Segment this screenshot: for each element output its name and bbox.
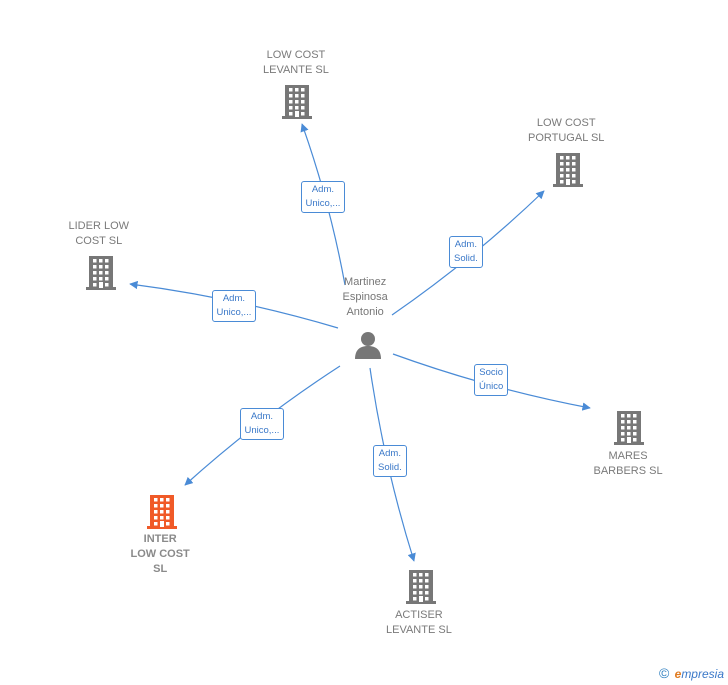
company-label-line: MARES — [608, 450, 648, 462]
building-icon[interactable] — [406, 569, 436, 610]
company-label-line: ACTISER — [395, 609, 443, 621]
edge-label-line: Socio — [479, 367, 504, 378]
company-label-portugal[interactable]: LOW COST PORTUGAL SL — [528, 116, 604, 146]
center-person-label-line: Martinez — [344, 275, 387, 288]
person-icon[interactable] — [353, 330, 383, 365]
company-label-line: COST SL — [75, 235, 123, 247]
company-label-line: LEVANTE SL — [263, 64, 329, 76]
edge-label-levante[interactable]: Adm. Unico,... — [300, 181, 346, 213]
building-icon[interactable] — [282, 84, 312, 125]
edge-label-line: Adm. — [222, 293, 246, 304]
edge-label-line: Único — [479, 381, 504, 392]
edge-label-line: Adm. — [250, 411, 274, 422]
copyright-symbol: © — [658, 665, 670, 681]
brand-name: mpresia — [681, 667, 724, 681]
building-icon[interactable] — [553, 152, 583, 193]
company-label-inter[interactable]: INTER LOW COST SL — [131, 532, 190, 577]
edge-label-line: Adm. — [311, 184, 335, 195]
edge-label-line: Adm. — [454, 239, 477, 250]
edge-label-inter[interactable]: Adm. Unico,... — [239, 408, 285, 440]
company-label-mares[interactable]: MARES BARBERS SL — [594, 449, 663, 479]
edge-label-line: Unico,... — [244, 425, 280, 436]
brand-initial: e — [674, 667, 682, 681]
edge-label-actiser[interactable]: Adm. Solid. — [373, 445, 407, 477]
edge-label-line: Unico,... — [216, 307, 252, 318]
edge-label-lider[interactable]: Adm. Unico,... — [211, 290, 257, 322]
building-icon[interactable] — [147, 494, 177, 535]
company-label-line: LOW COST — [536, 117, 596, 129]
company-label-line: LIDER LOW — [68, 220, 130, 232]
edge-label-line: Solid. — [378, 462, 402, 473]
edge-label-line: Unico,... — [305, 198, 341, 209]
company-label-levante[interactable]: LOW COST LEVANTE SL — [263, 48, 329, 78]
company-label-lider[interactable]: LIDER LOW COST SL — [69, 219, 130, 249]
center-person-label-line: Antonio — [346, 305, 384, 318]
company-label-line: LEVANTE SL — [386, 624, 452, 636]
company-label-line: INTER — [143, 532, 177, 545]
building-icon[interactable] — [614, 410, 644, 451]
company-label-line: LOW COST — [266, 49, 326, 61]
building-icon[interactable] — [86, 255, 116, 296]
company-label-line: LOW COST — [130, 547, 190, 560]
footer-brand: © empresia — [659, 665, 724, 681]
company-label-actiser[interactable]: ACTISER LEVANTE SL — [386, 608, 452, 638]
center-person-label-line: Espinosa — [342, 290, 388, 303]
company-label-line: PORTUGAL SL — [528, 132, 605, 144]
company-label-line: SL — [153, 562, 168, 575]
edge-label-line: Adm. — [378, 448, 401, 459]
company-label-line: BARBERS SL — [593, 465, 663, 477]
edge-label-line: Solid. — [454, 253, 478, 264]
edge-label-portugal[interactable]: Adm. Solid. — [449, 236, 483, 268]
